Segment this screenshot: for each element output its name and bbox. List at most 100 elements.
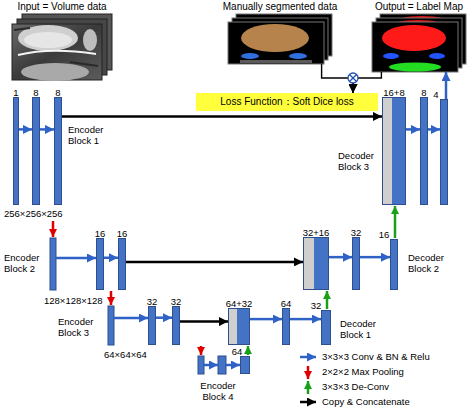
conv-arrows xyxy=(114,317,148,320)
unlabeled-feature-bars xyxy=(218,356,226,374)
max-pooling-arrows xyxy=(110,291,113,305)
deconv-arrows xyxy=(248,206,395,355)
multiply-symbol xyxy=(350,75,357,82)
concat-arrow xyxy=(126,261,303,264)
image-panel: Manually segmented data xyxy=(228,14,332,64)
legend-text: Copy & Concatenate xyxy=(322,396,410,407)
deconv-arrows xyxy=(247,346,250,355)
input-volume-image xyxy=(24,32,72,48)
connectors xyxy=(19,64,446,322)
legend-symbols xyxy=(300,356,316,359)
output-label-map-image xyxy=(429,53,445,59)
channel-count: 16+8 xyxy=(383,87,404,98)
conv-arrow xyxy=(104,257,118,260)
conv-arrows xyxy=(204,364,218,367)
input-volume-image xyxy=(22,14,112,70)
unlabeled-feature-bars xyxy=(198,356,204,374)
legend-entry: Copy & Concatenate xyxy=(322,396,410,408)
channel-count: 1 xyxy=(13,87,18,98)
conv-arrow xyxy=(40,128,54,131)
input-volume-image xyxy=(18,25,78,51)
channel-count: 8 xyxy=(33,87,38,98)
manual-segmentation-image xyxy=(241,24,309,52)
deconv-arrows xyxy=(394,206,397,238)
legend-entry: 3×3×3 Conv & BN & Relu xyxy=(322,351,430,363)
channel-count: 16 xyxy=(379,229,390,240)
channel-count: 16 xyxy=(95,228,106,239)
feature-bar: 16 xyxy=(118,238,126,290)
channel-count: 64+32 xyxy=(226,298,253,309)
input-volume-image xyxy=(12,24,102,80)
dimension: 256×256×256 xyxy=(4,208,84,219)
loss-box: Loss Function：Soft Dice loss xyxy=(196,93,378,111)
input-volume-image xyxy=(14,28,98,66)
legend-text: 2×2×2 Max Pooling xyxy=(322,366,404,377)
feature-bar: 8 xyxy=(420,97,428,205)
channel-count: 32 xyxy=(147,296,158,307)
output-label-map-image xyxy=(380,14,466,64)
channel-count: 64 xyxy=(281,298,292,309)
legend-symbols xyxy=(307,366,310,379)
max-pooling-arrows xyxy=(200,346,203,355)
unlabeled-feature-bars xyxy=(50,238,226,374)
conv-arrow xyxy=(406,128,420,131)
manual-segmentation-image xyxy=(232,18,328,60)
conv-arrow xyxy=(329,256,352,259)
conv-arrow xyxy=(360,256,390,259)
concat-bar: 64+32 xyxy=(228,308,250,345)
block-name: Encoder Block 3 xyxy=(58,316,104,338)
output-label-map-image xyxy=(372,22,458,72)
concat-arrow xyxy=(62,115,382,118)
channel-count: 16 xyxy=(117,228,128,239)
block-name: Decoder Block 1 xyxy=(340,318,388,340)
output-label-map-image xyxy=(383,53,399,59)
multiply-symbol xyxy=(348,73,358,83)
conv-arrow xyxy=(19,128,32,131)
channel-count: 4 xyxy=(433,89,438,100)
max-pooling-arrows xyxy=(52,221,55,237)
block-name: Encoder Block 2 xyxy=(4,252,48,274)
channel-count: 8 xyxy=(421,87,426,98)
manual-segmentation-image xyxy=(240,60,312,63)
channel-count: 32 xyxy=(171,296,182,307)
output-label-map-image xyxy=(382,25,446,51)
legend-text: 3×3×3 De-Conv xyxy=(322,381,389,392)
output-label-map-image xyxy=(392,16,452,32)
input-volume-image xyxy=(17,19,107,75)
conv-arrow xyxy=(250,318,282,321)
deconv-arrows xyxy=(326,291,329,309)
max-pooling-arrows xyxy=(53,221,201,355)
legend-symbols xyxy=(307,381,310,394)
input-volume-image xyxy=(83,29,97,51)
input-volume-image xyxy=(12,14,112,81)
feature-bar: 8 xyxy=(54,97,62,205)
concat-arrow xyxy=(180,320,228,323)
conv-arrows xyxy=(56,258,240,365)
conv-arrow xyxy=(156,316,172,319)
feature-bar: 8 xyxy=(32,97,40,205)
image-panel: Output = Label Map xyxy=(372,14,466,72)
legend-symbols xyxy=(300,401,316,404)
feature-bar: 32 xyxy=(148,306,156,345)
block-name: Encoder Block 4 xyxy=(194,380,242,402)
conv-arrow xyxy=(428,128,440,131)
unlabeled-feature-bars xyxy=(50,238,56,290)
feature-bar: 32 xyxy=(321,310,331,345)
output-label-map-image xyxy=(376,18,462,68)
block-name: Encoder Block 1 xyxy=(68,124,114,146)
conv-arrows xyxy=(226,364,240,367)
dimension: 128×128×128 xyxy=(44,295,114,306)
multiply-symbol xyxy=(350,75,357,82)
output-label-map-image xyxy=(388,20,448,36)
loss-connector xyxy=(353,72,381,93)
feature-bar: 32 xyxy=(172,306,180,345)
input-volume-image xyxy=(21,63,89,81)
manual-segmentation-image xyxy=(241,53,259,59)
legend-entry: 3×3×3 De-Conv xyxy=(322,381,389,393)
panel-title: Manually segmented data xyxy=(223,1,338,13)
feature-bar: 1 xyxy=(13,97,19,205)
feature-bar: 4 xyxy=(440,99,448,205)
channel-count: 8 xyxy=(55,87,60,98)
legend-text: 3×3×3 Conv & BN & Relu xyxy=(322,351,430,362)
